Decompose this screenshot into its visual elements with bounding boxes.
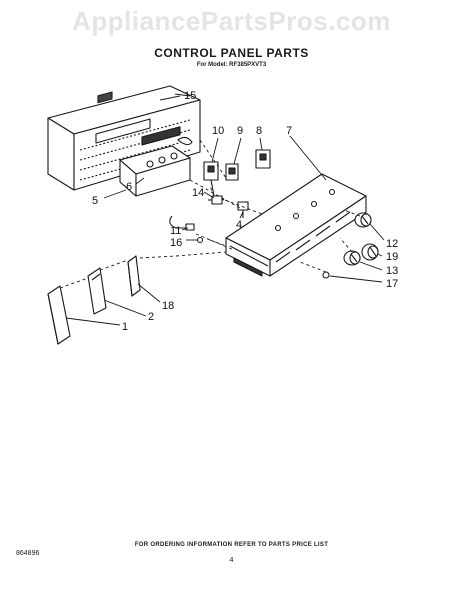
part-12-knob — [354, 212, 372, 228]
callout-leader-lines — [65, 95, 385, 326]
callout-13: 13 — [386, 265, 398, 277]
part-19-knob — [361, 243, 379, 261]
callout-17: 17 — [386, 278, 398, 290]
part-1-end-cap — [47, 285, 71, 345]
callout-12: 12 — [386, 238, 398, 250]
part-7-control-panel — [225, 173, 367, 277]
part-11-light-socket — [169, 215, 195, 231]
callout-15: 15 — [184, 90, 196, 102]
callout-11: 11 — [170, 225, 181, 237]
page-title: CONTROL PANEL PARTS — [154, 46, 309, 60]
part-8-switch — [255, 149, 271, 169]
callout-8: 8 — [256, 125, 262, 137]
callout-18: 18 — [162, 300, 174, 312]
callout-4: 4 — [236, 219, 242, 231]
ordering-note: FOR ORDERING INFORMATION REFER TO PARTS … — [134, 542, 329, 548]
callout-7: 7 — [286, 125, 292, 137]
callout-5: 5 — [92, 195, 98, 207]
callout-2: 2 — [148, 311, 154, 323]
callout-6: 6 — [126, 181, 132, 193]
callout-labels: 15 10 9 8 7 5 6 14 4 11 16 12 19 13 17 1… — [92, 90, 398, 333]
callout-16: 16 — [170, 237, 182, 249]
part-13-knob — [343, 250, 361, 266]
document-code: 864896 — [16, 550, 40, 557]
watermark: AppliancePartsPros.com — [72, 6, 391, 36]
callout-1: 1 — [122, 321, 128, 333]
callout-19: 19 — [386, 251, 398, 263]
callout-9: 9 — [237, 125, 243, 137]
page-number: 4 — [229, 557, 234, 564]
callout-10: 10 — [212, 125, 224, 137]
part-4-switch — [237, 201, 249, 218]
part-14-switch — [208, 195, 223, 205]
part-16-screw — [196, 236, 204, 244]
part-2-side-trim — [87, 267, 107, 315]
callout-14: 14 — [192, 187, 204, 199]
part-9-switch — [225, 163, 239, 181]
model-number: For Model: RF385PXVT3 — [196, 62, 267, 68]
part-17-screw — [322, 271, 330, 279]
assembly-guide-lines — [59, 139, 361, 289]
part-15-backguard — [47, 85, 201, 191]
part-18-bracket — [127, 255, 141, 297]
